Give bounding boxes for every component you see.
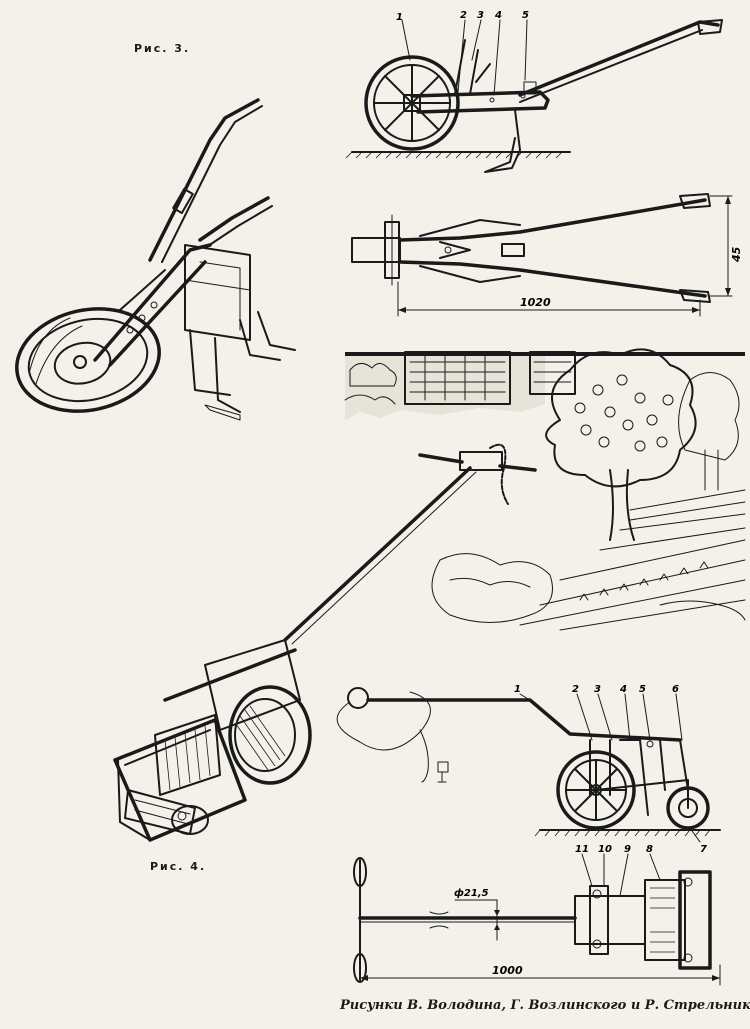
power-tool-side-view: 1 2 3 4 5 6 7 [336,684,721,855]
fig4-dim-diameter: ф21,5 [454,887,489,899]
illustration-credits: Рисунки В. Володина, Г. Возлинского и Р.… [340,998,750,1013]
fig4-callout-2: 2 [572,684,579,695]
garden-landscape-illustration [344,348,746,631]
cultivator-plan-view: 1020 45 [351,193,743,317]
fig3-dim-length: 1020 [520,296,551,309]
fig4-dim-length: 1000 [492,964,523,977]
fig3-callout-5: 5 [522,10,529,21]
fig4-callout-10: 10 [598,844,612,855]
power-tool-perspective [113,443,537,842]
figure-3-caption: Рис. 3. [134,42,191,55]
fig4-callout-8: 8 [646,844,653,855]
power-tool-plan-view: ф21,5 1000 11 10 9 8 [353,844,721,986]
cultivator-side-view: 1 2 3 4 5 [345,10,723,173]
fig3-callout-3: 3 [477,10,484,21]
figure-4-caption: Рис. 4. [150,860,207,873]
fig4-callout-1: 1 [514,684,521,695]
fig3-dim-width: 45 [730,246,743,263]
fig4-callout-6: 6 [672,684,679,695]
fig4-callout-9: 9 [624,844,631,855]
fig4-callout-7: 7 [700,844,707,855]
fig4-callout-3: 3 [594,684,601,695]
cultivator-perspective [15,98,296,421]
fig4-callout-11: 11 [575,844,589,855]
fig3-callout-1: 1 [396,12,403,23]
fig3-callout-2: 2 [460,10,467,21]
fig3-callout-4: 4 [494,10,502,21]
fig4-callout-5: 5 [639,684,646,695]
fig4-callout-4: 4 [619,684,627,695]
